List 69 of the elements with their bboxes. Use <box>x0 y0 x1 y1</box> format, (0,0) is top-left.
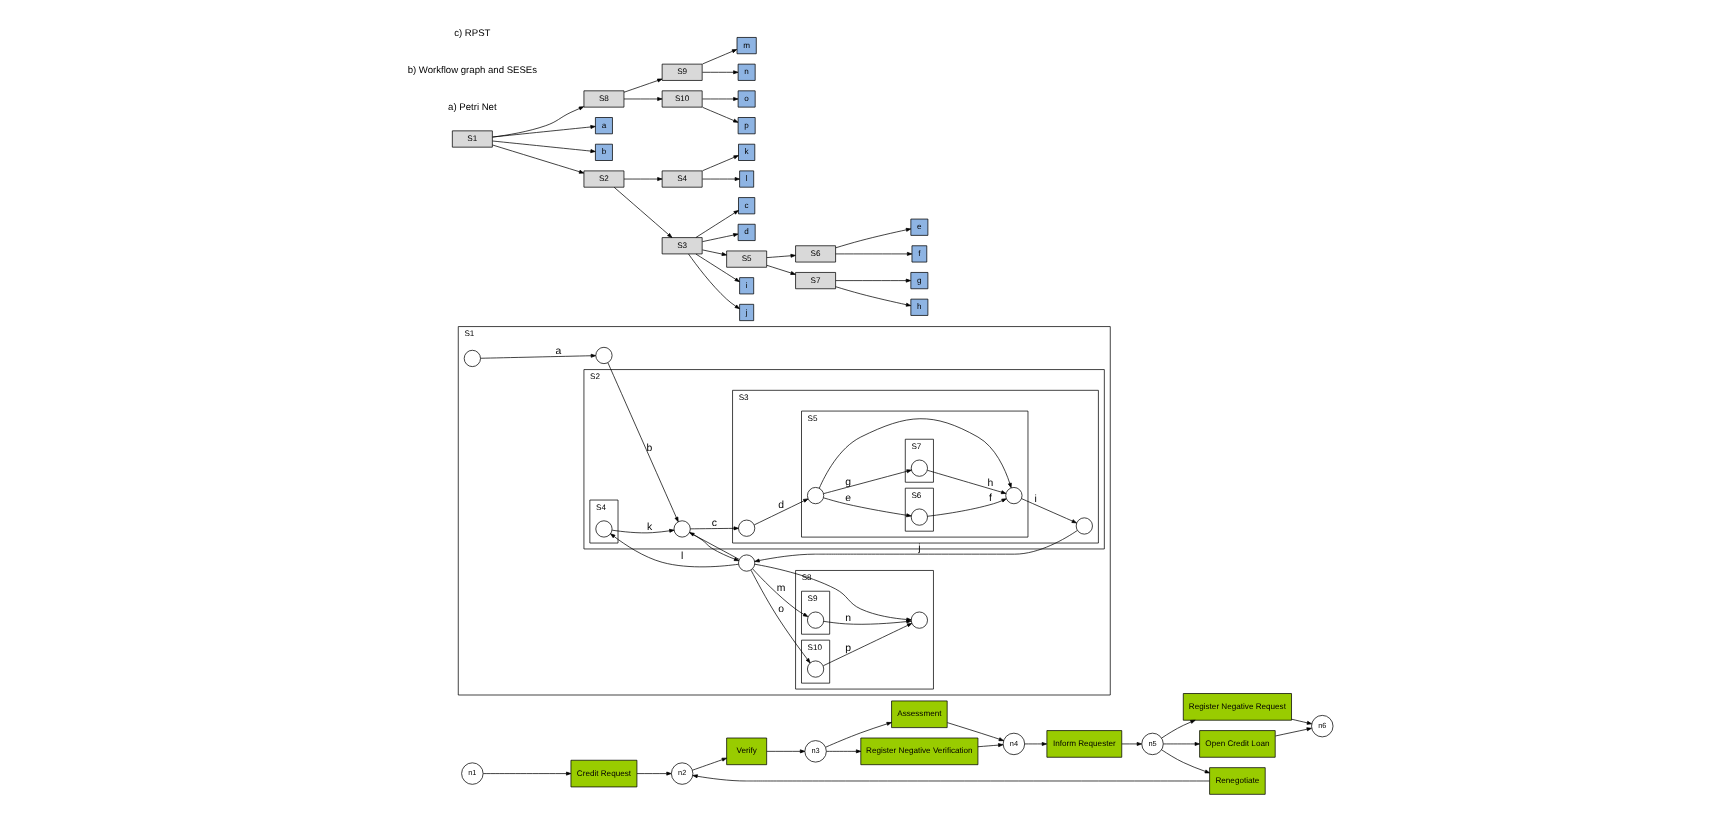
arrow <box>926 498 1006 517</box>
arrow <box>825 749 861 754</box>
arrow <box>691 774 1209 782</box>
arrow <box>479 353 595 359</box>
arrow <box>701 70 738 75</box>
arrow <box>701 97 738 101</box>
arrow <box>481 771 571 776</box>
node-circle <box>737 519 755 537</box>
node-circle <box>909 459 927 477</box>
arrow <box>612 186 672 238</box>
arrow <box>491 144 584 174</box>
arrow <box>1290 718 1311 725</box>
arrow <box>817 418 1011 489</box>
arrow <box>701 249 726 256</box>
arrow <box>701 106 738 123</box>
arrow <box>976 743 1003 748</box>
arrow <box>834 227 911 249</box>
arrow <box>753 530 1077 563</box>
node-circle <box>594 346 612 364</box>
arrow <box>701 177 739 181</box>
arrow <box>751 568 808 617</box>
arrow <box>926 469 1006 495</box>
arrow <box>691 757 726 771</box>
arrow <box>822 497 911 518</box>
arrow <box>635 771 671 776</box>
arrow <box>694 210 738 238</box>
arrow <box>701 49 737 65</box>
arrow <box>701 233 738 242</box>
arrow <box>765 253 795 258</box>
arrow <box>1160 749 1209 774</box>
arrow <box>1274 727 1311 737</box>
arrow <box>753 498 808 526</box>
node-circle <box>806 487 824 505</box>
node-circle <box>1074 517 1092 535</box>
arrow <box>822 623 912 667</box>
node-circle <box>737 554 755 572</box>
arrow <box>822 469 911 494</box>
node-circle <box>462 349 480 367</box>
arrow <box>1023 742 1046 746</box>
arrow <box>491 140 595 153</box>
arrow <box>610 528 674 534</box>
node-circle <box>909 611 927 629</box>
arrow <box>749 569 810 664</box>
arrow <box>834 252 912 256</box>
arrow <box>1160 719 1195 739</box>
arrow <box>491 125 595 138</box>
node-circle <box>806 611 824 629</box>
arrow <box>834 278 910 283</box>
arrow <box>606 362 678 523</box>
arrow <box>689 526 738 531</box>
arrow <box>824 721 891 748</box>
node-circle <box>1004 487 1022 505</box>
arrow <box>1162 742 1199 746</box>
arrow <box>1020 498 1076 524</box>
arrow <box>765 264 795 275</box>
node-circle <box>909 508 927 526</box>
arrow <box>946 722 1003 742</box>
node-circle <box>672 520 690 538</box>
arrow <box>694 253 739 283</box>
arrow <box>701 155 738 172</box>
arrow <box>834 286 911 307</box>
arrow <box>765 749 805 754</box>
arrow <box>1120 742 1141 746</box>
arrow <box>622 97 662 101</box>
node-circle <box>594 520 612 538</box>
arrow <box>622 177 662 181</box>
arrow <box>609 533 738 568</box>
arrow <box>622 78 662 93</box>
arrow <box>687 253 739 310</box>
